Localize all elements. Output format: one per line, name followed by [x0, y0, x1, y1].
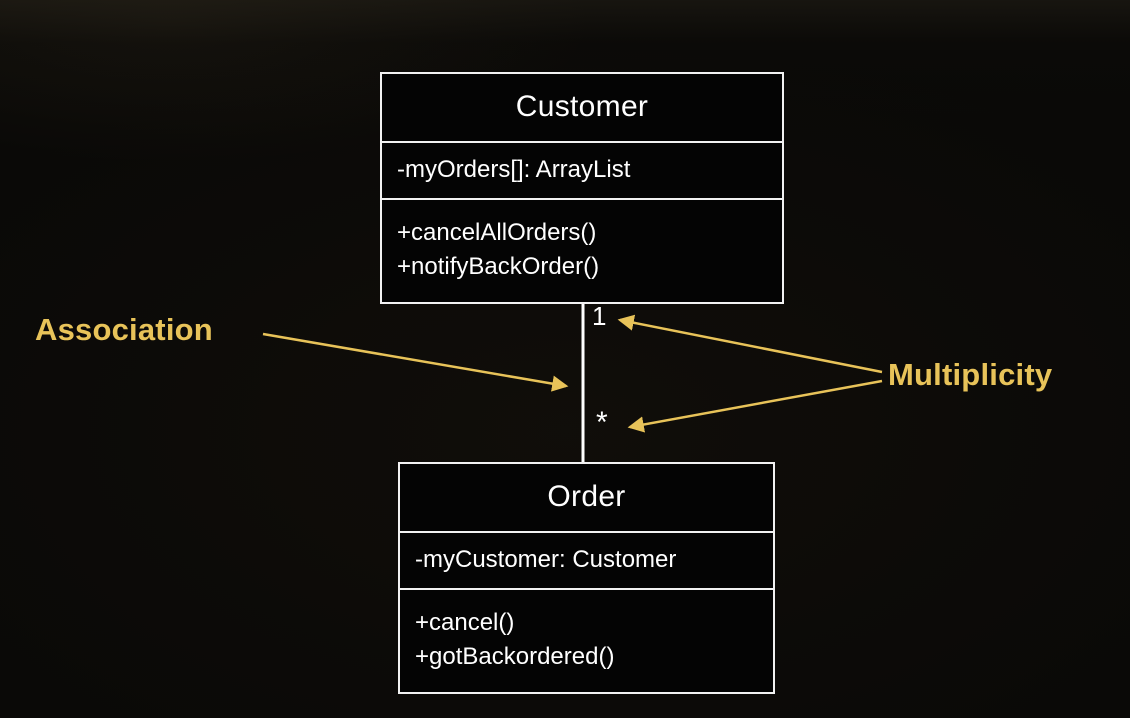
attribute-line: -myCustomer: Customer	[415, 546, 677, 573]
method-line: +notifyBackOrder()	[397, 253, 600, 280]
customer-class-box: Customer -myOrders[]: ArrayList +cancelA…	[380, 72, 784, 304]
multiplicity-annotation-arrow-bottom	[627, 379, 883, 433]
attribute-line: -myOrders[]: ArrayList	[397, 156, 631, 183]
customer-class-methods: +cancelAllOrders() +notifyBackOrder()	[382, 200, 782, 302]
customer-class-name: Customer	[382, 74, 782, 143]
multiplicity-annotation-arrow-top	[617, 314, 883, 374]
multiplicity-annotation-label: Multiplicity	[888, 357, 1053, 392]
multiplicity-one-label: 1	[592, 301, 607, 331]
customer-class-attributes: -myOrders[]: ArrayList	[382, 143, 782, 200]
order-class-methods: +cancel() +gotBackordered()	[400, 590, 773, 692]
method-line: +cancel()	[415, 609, 515, 636]
association-annotation-arrow	[262, 332, 569, 392]
order-class-box: Order -myCustomer: Customer +cancel() +g…	[398, 462, 775, 694]
method-line: +cancelAllOrders()	[397, 219, 597, 246]
order-class-attributes: -myCustomer: Customer	[400, 533, 773, 590]
method-line: +gotBackordered()	[415, 643, 615, 670]
multiplicity-many-label: *	[596, 406, 608, 439]
association-annotation-label: Association	[35, 312, 213, 347]
order-class-name: Order	[400, 464, 773, 533]
